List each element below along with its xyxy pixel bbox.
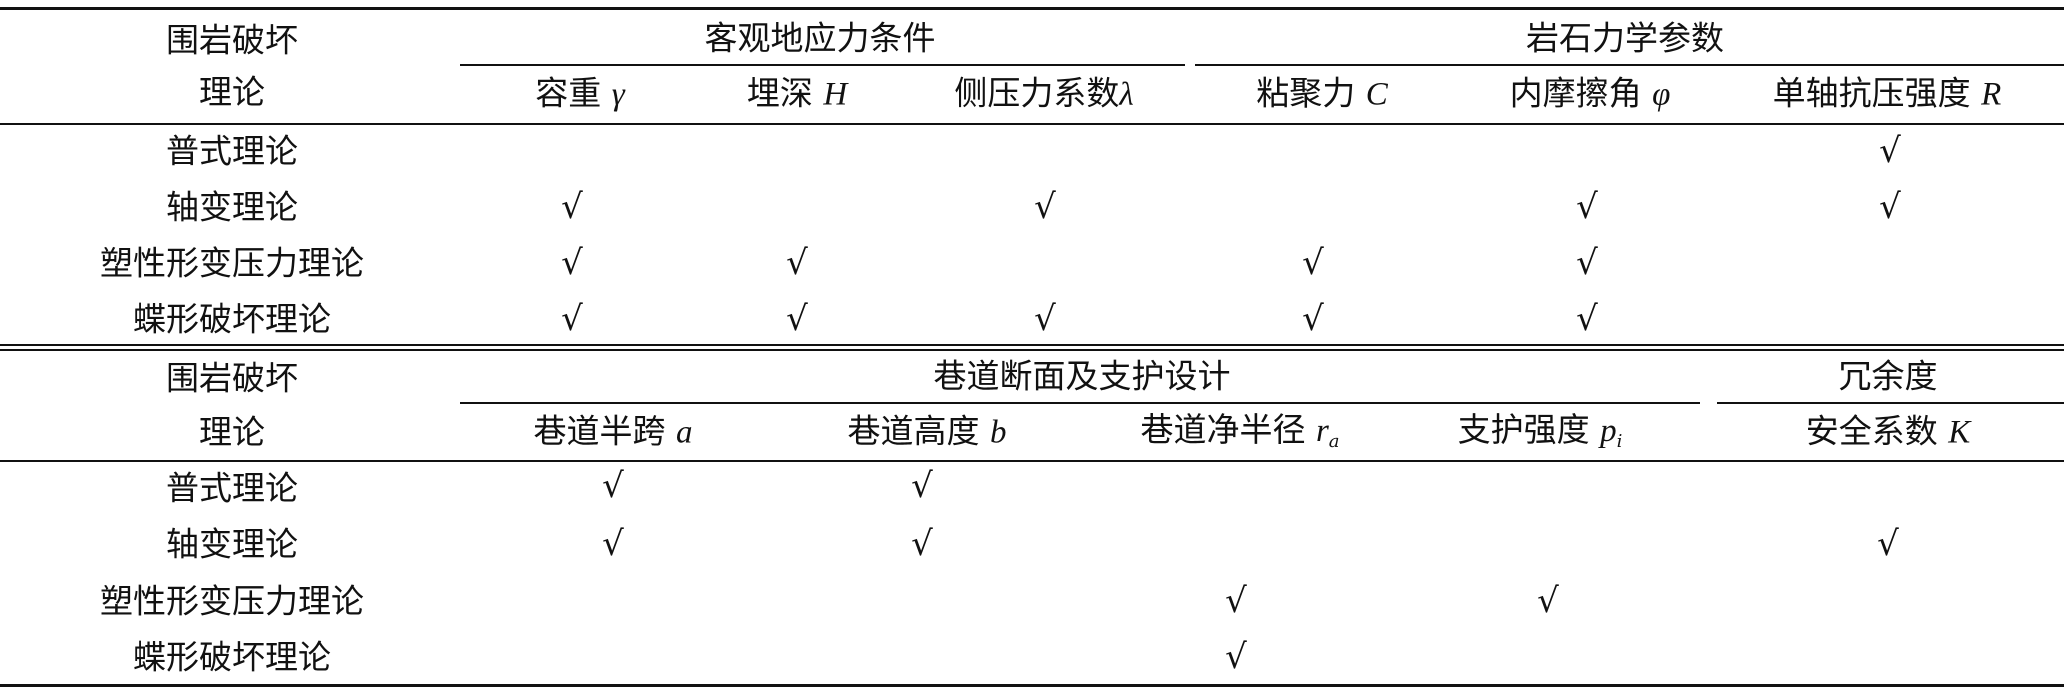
t1-col-label: 容重 — [535, 73, 602, 113]
t2-header-left-line1: 围岩破坏 — [166, 358, 298, 398]
t1-group-rule-right — [1195, 64, 2064, 66]
t2-group-rule-left — [460, 402, 1700, 404]
t2-check-mark: √ — [1225, 581, 1247, 621]
t2-col-symbol: b — [990, 414, 1007, 451]
t1-col-label: 侧压力系数 — [954, 73, 1120, 113]
t1-col-label: 粘聚力 — [1256, 73, 1356, 113]
t1-check-mark: √ — [1879, 187, 1901, 227]
t1-col-symbol: φ — [1652, 76, 1671, 113]
t1-check-mark: √ — [786, 243, 808, 283]
t2-col-symbol: K — [1948, 414, 1971, 451]
t1-row-name: 普式理论 — [166, 131, 298, 171]
t1-check-mark: √ — [1034, 187, 1056, 227]
t1-row-name: 塑性形变压力理论 — [100, 243, 364, 283]
mid-double-rule-2 — [0, 349, 2064, 351]
t2-col-symbol: r — [1315, 413, 1329, 449]
t2-check-mark: √ — [911, 466, 933, 506]
t1-group-rule-left — [460, 64, 1185, 66]
t1-check-mark: √ — [561, 187, 583, 227]
t2-group-rule-right — [1717, 402, 2064, 404]
t2-col-half-span: 巷道半跨 a — [534, 415, 693, 450]
t1-row-name: 轴变理论 — [166, 187, 298, 227]
t1-col-ucs: 单轴抗压强度 R — [1773, 77, 2002, 112]
t2-col-subscript: a — [1328, 431, 1340, 452]
t2-row-name: 塑性形变压力理论 — [100, 581, 364, 621]
t2-col-height: 巷道高度 b — [848, 415, 1007, 450]
t1-check-mark: √ — [1302, 299, 1324, 339]
t2-col-label: 巷道高度 — [847, 411, 980, 451]
top-rule — [0, 7, 2064, 10]
t2-col-subscript: i — [1616, 431, 1623, 452]
t2-check-mark: √ — [911, 524, 933, 564]
t1-row-name: 蝶形破坏理论 — [133, 299, 331, 339]
t1-check-mark: √ — [1302, 243, 1324, 283]
t1-check-mark: √ — [1879, 131, 1901, 171]
t1-col-label: 内摩擦角 — [1509, 73, 1642, 113]
t2-check-mark: √ — [1877, 524, 1899, 564]
t1-col-symbol: R — [1981, 76, 2002, 113]
t2-col-label: 巷道净半径 — [1140, 410, 1306, 449]
t2-col-label: 巷道半跨 — [533, 411, 666, 451]
t2-row-name: 普式理论 — [166, 468, 298, 508]
t2-col-label: 安全系数 — [1805, 411, 1938, 451]
t1-col-symbol: H — [823, 76, 848, 113]
t1-check-mark: √ — [786, 299, 808, 339]
t2-col-symbol: p — [1600, 413, 1617, 449]
t1-col-cohesion: 粘聚力 C — [1256, 77, 1388, 112]
t2-group-section-support-design: 巷道断面及支护设计 — [933, 356, 1231, 396]
t1-col-symbol: γ — [611, 76, 625, 113]
t1-group-stress-conditions: 客观地应力条件 — [704, 18, 936, 58]
t1-header-left-line1: 围岩破坏 — [166, 20, 298, 60]
t1-header-left-line2: 理论 — [199, 72, 265, 112]
t1-col-depth: 埋深 H — [747, 77, 847, 112]
t1-check-mark: √ — [1576, 243, 1598, 283]
t1-check-mark: √ — [1034, 299, 1056, 339]
t1-header-rule — [0, 123, 2064, 125]
t1-col-symbol: C — [1365, 76, 1388, 113]
t2-row-name: 轴变理论 — [166, 524, 298, 564]
bottom-rule — [0, 684, 2064, 687]
t1-col-label: 埋深 — [746, 73, 813, 113]
t1-col-lateral-pressure-coefficient: 侧压力系数λ — [954, 77, 1133, 112]
t2-col-safety-factor: 安全系数 K — [1806, 415, 1971, 450]
t2-check-mark: √ — [602, 524, 624, 564]
t1-col-friction-angle: 内摩擦角 φ — [1510, 77, 1671, 112]
t2-check-mark: √ — [602, 466, 624, 506]
t1-col-unit-weight: 容重 γ — [535, 77, 625, 112]
t2-col-symbol: a — [676, 414, 693, 451]
t1-col-label: 单轴抗压强度 — [1772, 73, 1971, 113]
t2-header-rule — [0, 460, 2064, 462]
mid-double-rule-1 — [0, 344, 2064, 346]
t2-header-left-line2: 理论 — [199, 412, 265, 452]
t1-check-mark: √ — [561, 299, 583, 339]
t2-check-mark: √ — [1225, 637, 1247, 677]
t1-check-mark: √ — [1576, 299, 1598, 339]
t2-check-mark: √ — [1537, 581, 1559, 621]
t2-col-net-radius: 巷道净半径 ra — [1140, 413, 1339, 451]
t2-col-support-strength: 支护强度 pi — [1458, 413, 1623, 451]
t2-row-name: 蝶形破坏理论 — [133, 637, 331, 677]
t1-check-mark: √ — [561, 243, 583, 283]
t1-col-symbol: λ — [1119, 76, 1134, 113]
t2-col-label: 支护强度 — [1457, 410, 1590, 449]
t1-check-mark: √ — [1576, 187, 1598, 227]
t1-group-rock-parameters: 岩石力学参数 — [1526, 18, 1724, 58]
t2-group-redundancy: 冗余度 — [1838, 356, 1938, 396]
